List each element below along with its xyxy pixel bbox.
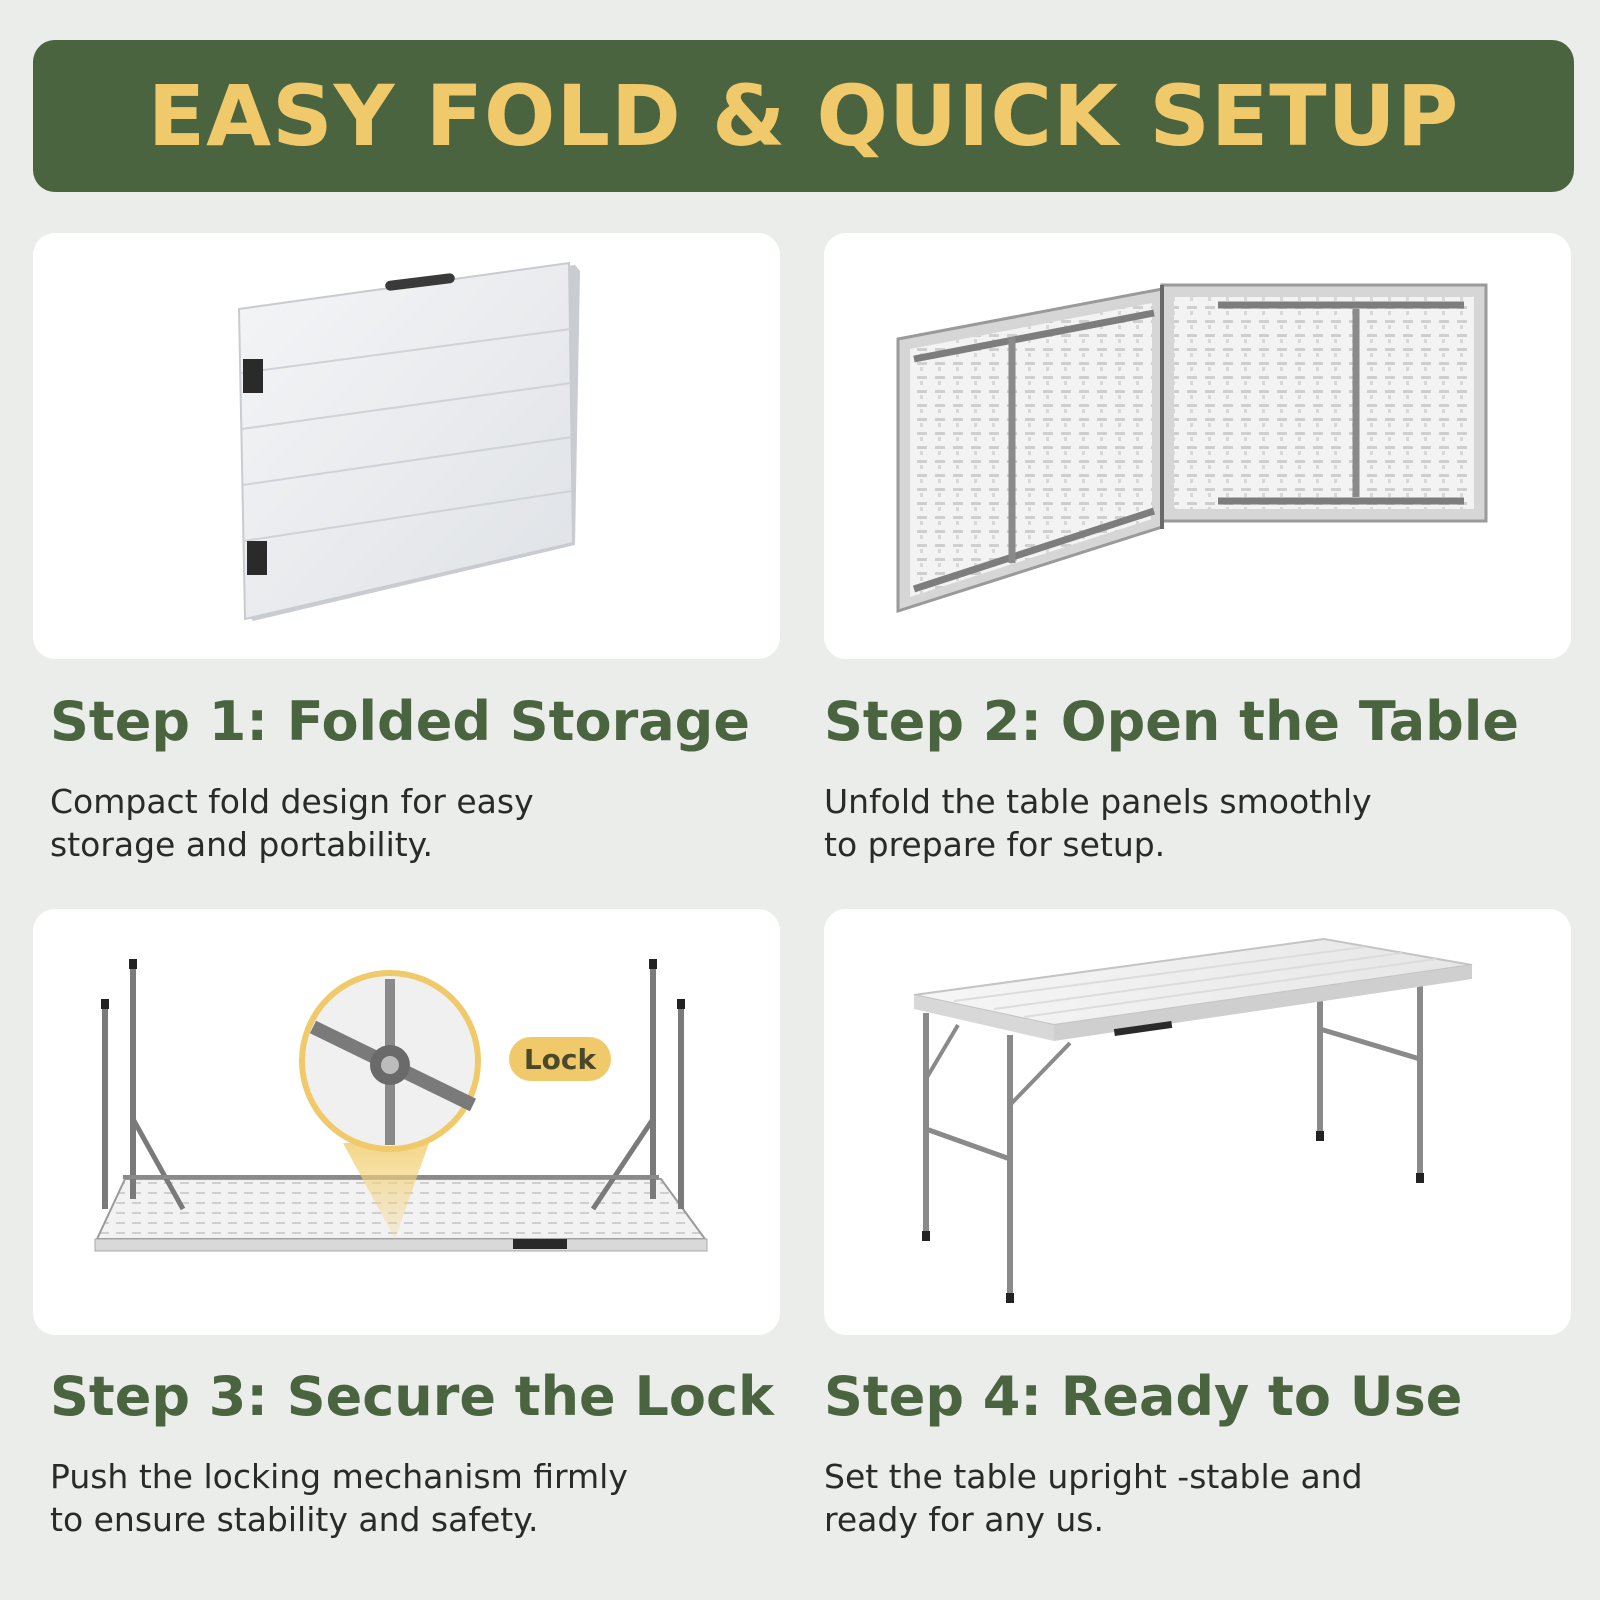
step-3-description: Push the locking mechanism firmly to ens…: [50, 1457, 628, 1539]
page-title: EASY FOLD & QUICK SETUP: [147, 67, 1460, 165]
opened-table-illustration: [896, 283, 1488, 614]
step-2-title: Step 2: Open the Table: [824, 690, 1519, 753]
step-3-image-card: Lock: [33, 909, 780, 1335]
step-3-title: Step 3: Secure the Lock: [50, 1365, 774, 1428]
upright-table-illustration: [913, 937, 1473, 1303]
step-1-image-card: [33, 233, 780, 659]
lock-mechanism-illustration: Lock: [94, 959, 708, 1252]
step-2-image-card: [824, 233, 1571, 659]
step-4-description: Set the table upright -stable and ready …: [824, 1457, 1363, 1539]
step-1-title: Step 1: Folded Storage: [50, 690, 750, 753]
step-4-image-card: [824, 909, 1571, 1335]
step-1-description: Compact fold design for easy storage and…: [50, 782, 534, 864]
folded-table-illustration: [237, 261, 580, 621]
lock-label: Lock: [524, 1043, 598, 1076]
header-banner: EASY FOLD & QUICK SETUP: [33, 40, 1574, 192]
step-4-title: Step 4: Ready to Use: [824, 1365, 1463, 1428]
step-2-description: Unfold the table panels smoothly to prep…: [824, 782, 1372, 864]
